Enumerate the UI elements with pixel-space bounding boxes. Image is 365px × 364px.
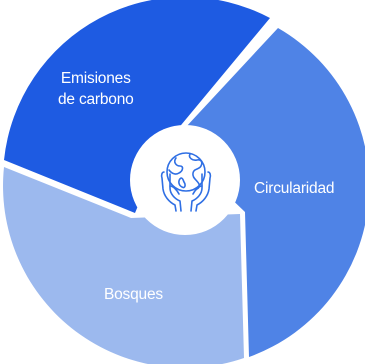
segment-circularidad xyxy=(172,28,365,357)
globe-in-hands-icon xyxy=(160,152,212,212)
label-emisiones-line1: Emisiones xyxy=(60,70,131,87)
label-emisiones-de-carbono: Emisiones de carbono xyxy=(58,68,134,110)
label-bosques: Bosques xyxy=(104,286,163,303)
segment-emisiones-de-carbono xyxy=(4,0,270,213)
center-hub xyxy=(130,125,240,235)
label-circularidad: Circularidad xyxy=(254,180,335,197)
label-emisiones-line2: de carbono xyxy=(58,91,134,108)
